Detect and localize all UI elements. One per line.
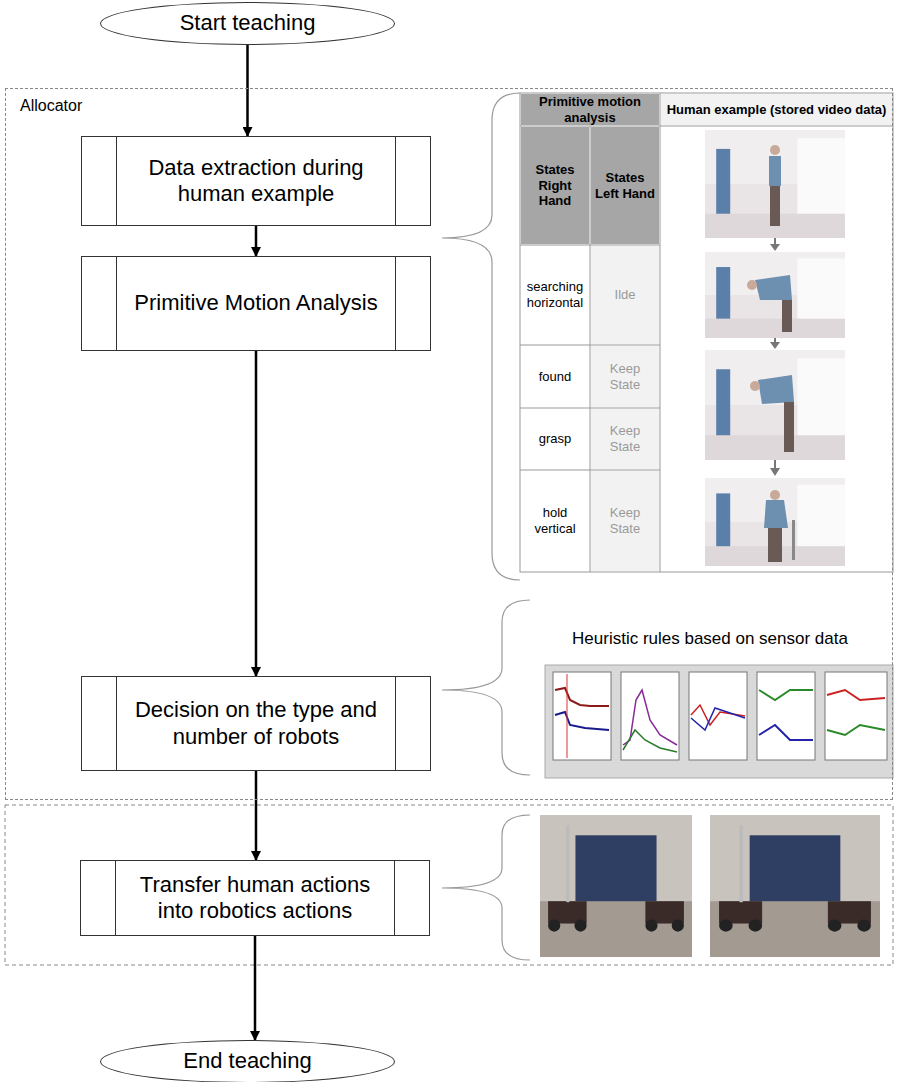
process-box: Decision on the type and number of robot… — [81, 676, 431, 771]
process-bar — [116, 137, 117, 225]
process-box: Transfer human actions into robotics act… — [80, 860, 430, 936]
table-cell: Human example (stored video data) — [661, 94, 892, 125]
table-grid — [520, 93, 893, 572]
terminal-oval: End teaching — [100, 1040, 395, 1082]
process-bar — [116, 257, 117, 350]
node-text: Primitive Motion Analysis — [134, 290, 377, 316]
table-cell: grasp — [521, 409, 589, 469]
process-bar — [394, 861, 395, 935]
flow-arrow — [255, 226, 258, 256]
region-title: Allocator — [20, 97, 82, 115]
table-cell: hold vertical — [521, 471, 589, 571]
caption-label: Heuristic rules based on sensor data — [561, 616, 859, 662]
process-bar — [116, 677, 117, 770]
flow-arrow — [254, 936, 257, 1040]
table-cell: Keep State — [591, 471, 659, 571]
process-box: Primitive Motion Analysis — [81, 256, 431, 351]
dashed-region — [5, 805, 893, 965]
node-text: Start teaching — [180, 10, 316, 36]
bracket — [442, 815, 530, 960]
bracket — [442, 600, 530, 775]
node-text: Data extraction during human example — [124, 155, 388, 208]
video-frames — [705, 130, 845, 566]
node-text: End teaching — [183, 1048, 311, 1074]
table-cell: Keep State — [591, 409, 659, 469]
process-bar — [395, 257, 396, 350]
node-text: Transfer human actions into robotics act… — [123, 872, 387, 925]
process-bar — [395, 677, 396, 770]
sensor-plots — [545, 665, 893, 778]
table-cell: found — [521, 346, 589, 407]
flow-arrow — [255, 351, 258, 676]
process-box: Data extraction during human example — [81, 136, 431, 226]
process-bar — [395, 137, 396, 225]
robot-photos — [540, 815, 880, 957]
table-cell: Keep State — [591, 346, 659, 407]
table-cell: Ilde — [591, 246, 659, 344]
flow-arrow — [246, 45, 249, 136]
table-cell: States Right Hand — [521, 127, 589, 244]
terminal-oval: Start teaching — [100, 2, 395, 45]
node-text: Decision on the type and number of robot… — [124, 697, 388, 750]
dashed-region: AllocatorData extraction during human ex… — [5, 88, 893, 800]
table-cell: Primitive motion analysis — [521, 94, 659, 125]
table-cell: States Left Hand — [591, 127, 659, 244]
process-bar — [115, 861, 116, 935]
table-cell: searching horizontal — [521, 246, 589, 344]
flow-arrow — [255, 771, 258, 860]
bracket — [442, 93, 520, 580]
